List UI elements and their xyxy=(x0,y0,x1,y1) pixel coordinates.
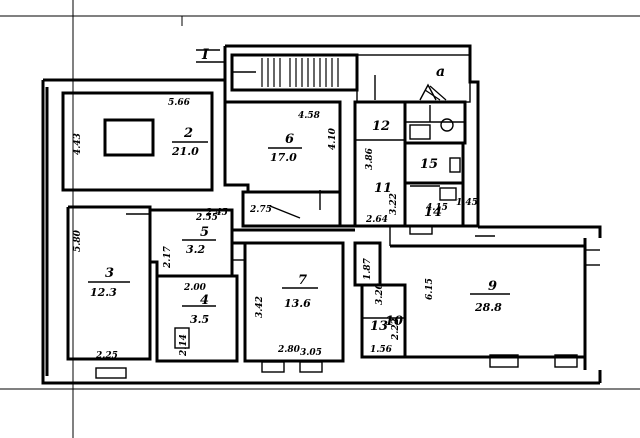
svg-text:21.0: 21.0 xyxy=(171,145,199,158)
svg-text:5.66: 5.66 xyxy=(168,98,191,108)
room-5: 2.55 5 3.2 2.17 xyxy=(148,208,245,278)
misc-dimensions: 3.05 2.45 4.15 1.45 3.22 xyxy=(205,193,478,358)
svg-text:15: 15 xyxy=(420,157,438,172)
svg-text:3.20: 3.20 xyxy=(375,282,385,305)
svg-text:5: 5 xyxy=(200,225,209,240)
svg-text:I: I xyxy=(201,47,209,63)
svg-text:14: 14 xyxy=(424,205,442,220)
room-10: 3.20 13 1.56 10 2.22 xyxy=(360,282,407,359)
svg-text:3.5: 3.5 xyxy=(190,313,209,326)
svg-text:3: 3 xyxy=(105,266,114,281)
svg-text:3.05: 3.05 xyxy=(300,348,322,358)
svg-text:7: 7 xyxy=(298,273,307,288)
svg-text:3.42: 3.42 xyxy=(255,296,265,318)
svg-text:12: 12 xyxy=(372,119,390,134)
svg-text:28.8: 28.8 xyxy=(474,301,502,314)
svg-text:4: 4 xyxy=(200,293,209,308)
svg-text:2.64: 2.64 xyxy=(365,215,388,225)
svg-text:2.14: 2.14 xyxy=(179,334,189,357)
svg-text:9: 9 xyxy=(488,279,497,294)
svg-text:4.15: 4.15 xyxy=(426,203,448,213)
room-11: 11 2.64 xyxy=(355,139,405,225)
room-14: 14 xyxy=(403,181,465,228)
svg-text:1.87: 1.87 xyxy=(363,257,373,280)
room-4: 2.00 4 3.5 2.14 xyxy=(155,274,239,363)
svg-text:17.0: 17.0 xyxy=(270,151,297,164)
svg-text:12.3: 12.3 xyxy=(90,286,117,299)
svg-text:2.17: 2.17 xyxy=(163,245,173,269)
room-15: 15 xyxy=(403,141,465,185)
svg-text:3.86: 3.86 xyxy=(365,147,375,170)
svg-text:2.25: 2.25 xyxy=(95,351,118,361)
svg-text:3.22: 3.22 xyxy=(389,193,399,215)
stair-mark: a xyxy=(436,64,445,80)
windows xyxy=(95,225,578,379)
svg-text:4.58: 4.58 xyxy=(298,111,321,121)
room-13: 1.87 xyxy=(353,241,382,287)
svg-text:2.75: 2.75 xyxy=(249,205,272,215)
svg-text:5.80: 5.80 xyxy=(73,229,83,252)
room-6: 6 17.0 4.58 4.10 xyxy=(223,100,342,194)
svg-text:3.2: 3.2 xyxy=(186,243,205,256)
svg-text:4.43: 4.43 xyxy=(73,133,83,155)
room-3: 3 12.3 5.80 2.25 xyxy=(66,205,152,361)
svg-text:2.55: 2.55 xyxy=(195,213,218,223)
svg-text:2: 2 xyxy=(183,126,193,141)
bathroom-fixtures xyxy=(403,100,467,145)
svg-text:4.10: 4.10 xyxy=(328,127,338,150)
svg-text:2.45: 2.45 xyxy=(205,208,228,218)
room-2: 2 21.0 5.66 4.43 xyxy=(61,91,214,192)
corridor-upper: 2.75 xyxy=(241,190,342,228)
section-mark: I xyxy=(196,47,226,63)
svg-text:1.56: 1.56 xyxy=(370,345,393,355)
svg-text:6.15: 6.15 xyxy=(425,278,435,300)
stair-block: a xyxy=(230,53,471,103)
svg-text:1.45: 1.45 xyxy=(456,198,478,208)
svg-text:2.22: 2.22 xyxy=(391,318,401,341)
svg-text:2.80: 2.80 xyxy=(277,345,301,355)
svg-text:2.00: 2.00 xyxy=(183,283,207,293)
svg-text:6: 6 xyxy=(285,132,294,147)
svg-text:11: 11 xyxy=(374,181,392,196)
svg-text:13.6: 13.6 xyxy=(284,297,311,310)
room-7: 7 13.6 3.42 2.80 xyxy=(243,241,345,363)
svg-text:13: 13 xyxy=(370,319,388,334)
room-2-inner-block xyxy=(103,118,155,157)
room-9: 9 28.8 6.15 xyxy=(390,235,587,359)
